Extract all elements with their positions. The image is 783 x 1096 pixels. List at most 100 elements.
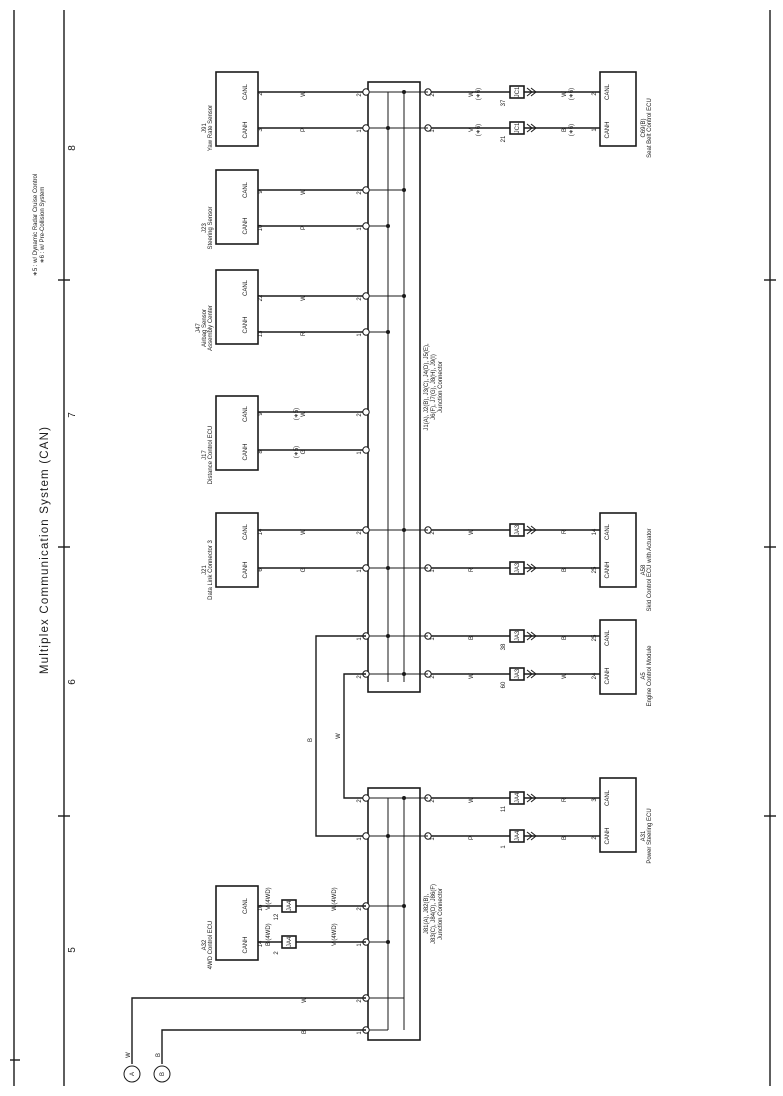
- svg-text:CANL: CANL: [605, 523, 611, 540]
- svg-text:JA3: JA3: [515, 524, 521, 535]
- svg-text:CANL: CANL: [605, 789, 611, 806]
- svg-text:1: 1: [430, 129, 436, 133]
- component-pin-numbers: 3 2 10 9 13 22 8 9 6 14 14 16 1 2 25 14 …: [258, 92, 598, 948]
- svg-text:1: 1: [501, 845, 507, 849]
- j1-label-line-1: J1(A), J2(B), J3(C), J4(D), J5(E),: [424, 343, 430, 431]
- svg-text:1: 1: [430, 569, 436, 573]
- svg-text:(∗6): (∗6): [569, 124, 575, 136]
- top-wires: [258, 91, 368, 569]
- svg-text:1: 1: [357, 1031, 363, 1035]
- junction-pin-numbers: 1 2 1 2 1 2 1 2 1 2 1 2 1 2 1 2 1 2 1 2 …: [357, 93, 436, 1035]
- svg-text:W: W: [302, 997, 308, 1003]
- svg-text:JA3: JA3: [515, 630, 521, 641]
- svg-text:JA4: JA4: [515, 792, 521, 803]
- svg-text:22: 22: [258, 294, 264, 301]
- svg-text:CANL: CANL: [605, 83, 611, 100]
- svg-text:16: 16: [258, 904, 264, 911]
- j1-internal-links: [369, 90, 428, 676]
- svg-text:W: W: [126, 1052, 132, 1058]
- svg-text:Skid Control ECU with Actuator: Skid Control ECU with Actuator: [647, 528, 653, 611]
- main-bus-wires: [123, 997, 366, 1083]
- svg-text:W: W: [469, 673, 475, 679]
- svg-text:J47: J47: [196, 323, 202, 333]
- j1-label-line-3: Junction Connector: [438, 361, 444, 413]
- page-title: Multiplex Communication System (CAN): [39, 426, 51, 674]
- svg-text:12: 12: [274, 913, 280, 920]
- svg-text:2: 2: [592, 836, 598, 840]
- svg-text:C69(B): C69(B): [641, 118, 647, 137]
- svg-text:2: 2: [357, 297, 363, 301]
- svg-text:V: V: [266, 906, 272, 910]
- svg-text:1: 1: [357, 333, 363, 337]
- zone-label-8: 8: [67, 145, 78, 151]
- svg-text:P: P: [301, 226, 307, 230]
- pin-a-label: A: [130, 1072, 136, 1076]
- svg-text:24: 24: [592, 672, 598, 679]
- svg-text:CANH: CANH: [243, 217, 249, 234]
- svg-text:CANL: CANL: [605, 629, 611, 646]
- j1-j81-link-wires: [315, 635, 366, 837]
- svg-text:G: G: [301, 567, 307, 572]
- svg-text:R: R: [469, 567, 475, 572]
- svg-text:14: 14: [258, 528, 264, 535]
- svg-text:CANL: CANL: [243, 405, 249, 422]
- svg-text:W: W: [301, 411, 307, 417]
- svg-text:W: W: [469, 529, 475, 535]
- svg-text:CANL: CANL: [243, 523, 249, 540]
- svg-text:B: B: [156, 1053, 162, 1057]
- skid-control-ecu-with-actuator: CANH CANL A58 Skid Control ECU with Actu…: [599, 512, 653, 612]
- svg-text:W: W: [332, 905, 338, 911]
- svg-text:1: 1: [592, 128, 598, 132]
- svg-text:1: 1: [357, 943, 363, 947]
- svg-text:1: 1: [357, 837, 363, 841]
- wire-colour-labels-bottom: V B W W (∗6) (∗6) (∗6) (∗6) R B W R B B …: [469, 88, 575, 840]
- svg-text:21: 21: [501, 135, 507, 142]
- svg-text:G: G: [301, 449, 307, 454]
- svg-text:W: W: [301, 189, 307, 195]
- airbag-sensor-assembly-center: CANH CANL J47 Airbag Sensor Assembly Cen…: [196, 269, 259, 351]
- svg-text:R: R: [562, 797, 568, 802]
- svg-text:1: 1: [430, 837, 436, 841]
- svg-text:Engine Control Module: Engine Control Module: [647, 645, 653, 707]
- svg-text:Airbag Sensor: Airbag Sensor: [202, 309, 208, 347]
- svg-text:CANH: CANH: [243, 443, 249, 460]
- svg-text:2: 2: [430, 799, 436, 803]
- svg-text:13: 13: [258, 330, 264, 337]
- svg-text:J21: J21: [202, 565, 208, 575]
- svg-text:2: 2: [357, 799, 363, 803]
- yaw-canh-label: CANH: [243, 121, 249, 138]
- svg-text:A58: A58: [641, 564, 647, 575]
- svg-text:CANH: CANH: [243, 561, 249, 578]
- svg-text:2: 2: [357, 93, 363, 97]
- svg-text:2: 2: [430, 531, 436, 535]
- svg-text:11: 11: [501, 805, 507, 812]
- svg-text:2: 2: [357, 531, 363, 535]
- svg-text:B: B: [266, 942, 272, 946]
- svg-text:B: B: [308, 738, 314, 742]
- svg-text:1: 1: [357, 129, 363, 133]
- svg-text:9: 9: [258, 190, 264, 194]
- j81-label-line-3: Junction Connector: [438, 888, 444, 940]
- svg-text:W: W: [469, 91, 475, 97]
- j1-junction-connector-box: [367, 81, 421, 693]
- svg-text:1: 1: [357, 637, 363, 641]
- svg-text:B: B: [562, 568, 568, 572]
- svg-text:(4WD): (4WD): [266, 887, 272, 904]
- svg-text:Steering Sensor: Steering Sensor: [208, 206, 214, 249]
- j81-internal-links: [369, 796, 428, 1031]
- svg-text:J17: J17: [202, 450, 208, 460]
- svg-text:1: 1: [357, 569, 363, 573]
- yaw-canl-label: CANL: [243, 83, 249, 100]
- svg-text:10: 10: [258, 224, 264, 231]
- svg-text:B: B: [562, 128, 568, 132]
- svg-text:JA3: JA3: [515, 562, 521, 573]
- svg-text:CANH: CANH: [243, 936, 249, 953]
- svg-text:W: W: [301, 529, 307, 535]
- svg-text:Power Steering ECU: Power Steering ECU: [647, 808, 653, 863]
- 4wd-control-ecu: CANH CANL A32 4WD Control ECU: [202, 885, 259, 969]
- svg-text:14: 14: [592, 528, 598, 535]
- svg-text:60: 60: [501, 681, 507, 688]
- svg-text:25: 25: [592, 634, 598, 641]
- svg-text:W: W: [562, 673, 568, 679]
- svg-text:V: V: [469, 128, 475, 132]
